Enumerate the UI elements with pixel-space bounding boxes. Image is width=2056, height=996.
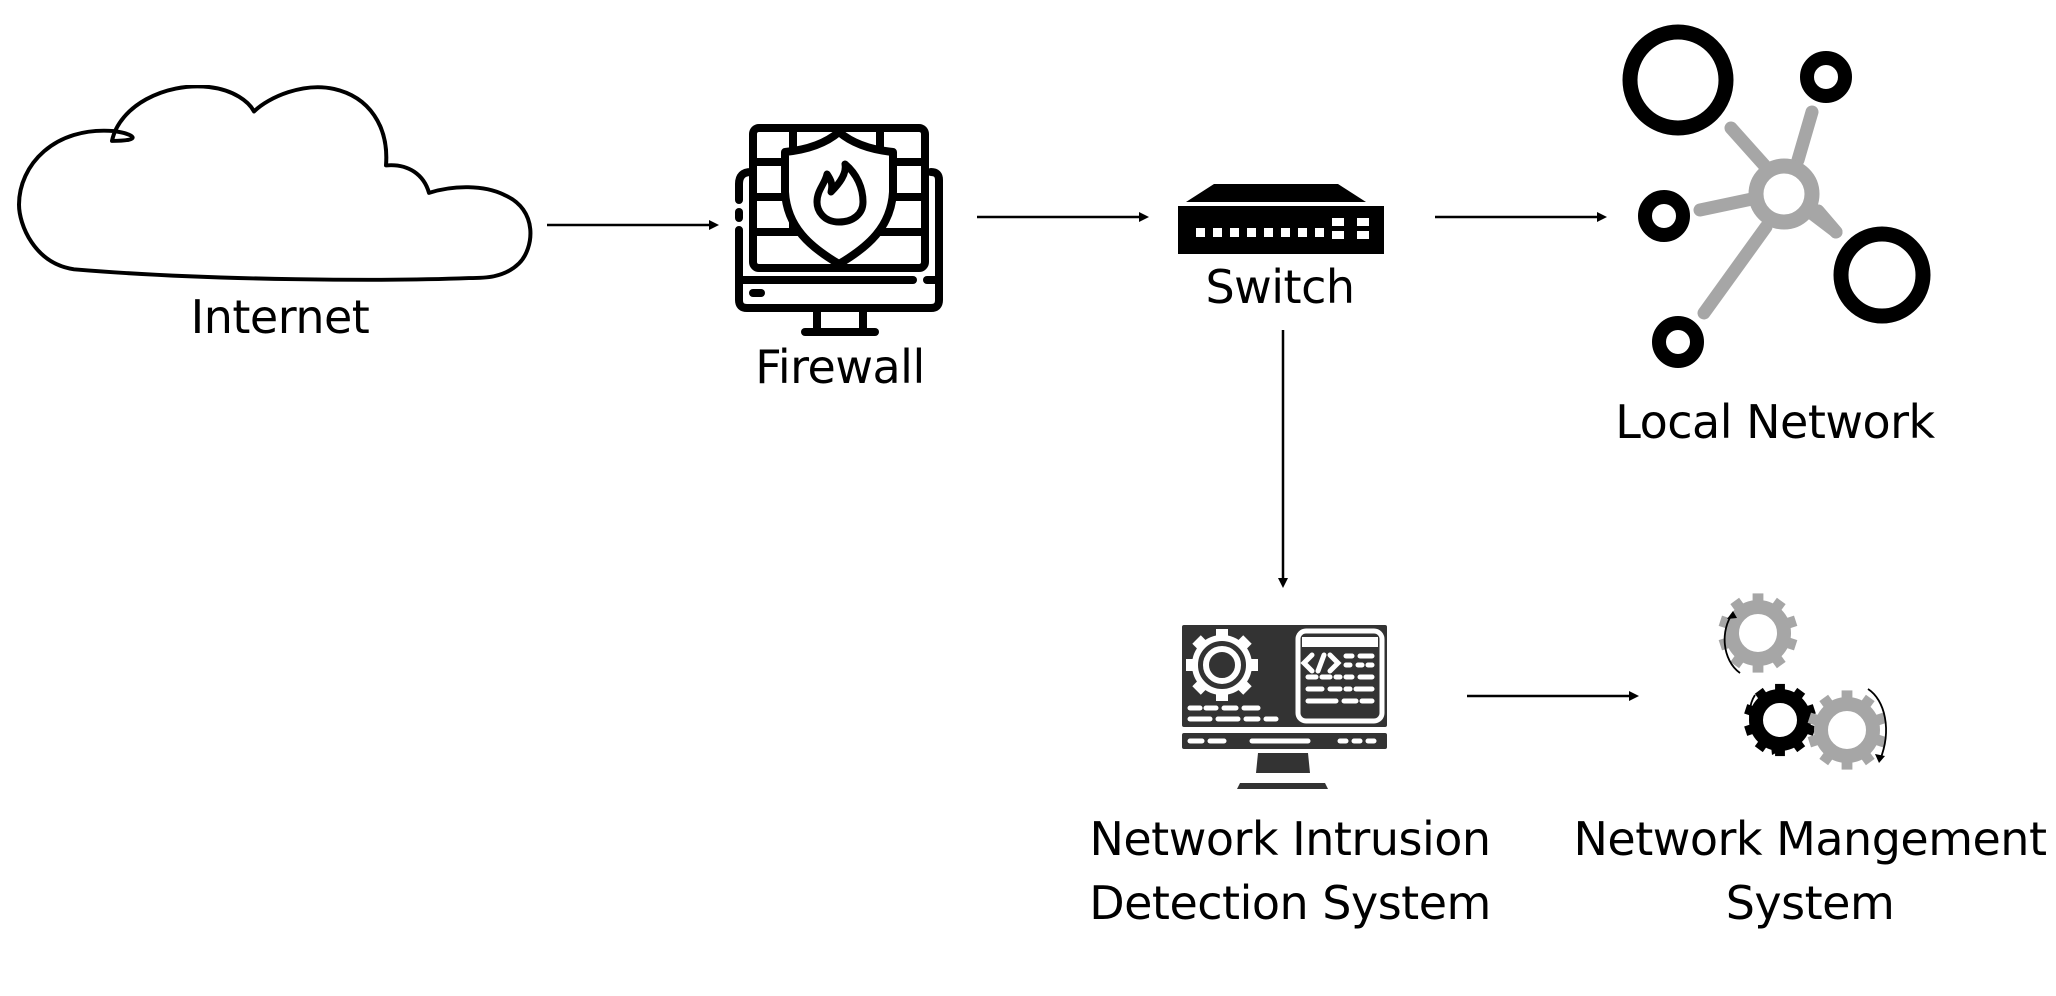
code-monitor-icon: [1180, 623, 1390, 793]
edge-nids-nms: [1465, 689, 1640, 703]
nids-label: Network Intrusion Detection System: [1060, 807, 1520, 935]
firewall-monitor-icon: [735, 122, 945, 337]
nms-label-line1: Network Mangement: [1573, 812, 2047, 866]
edge-firewall-switch: [975, 210, 1150, 224]
network-switch-icon: [1178, 184, 1384, 256]
nids-label-line1: Network Intrusion: [1089, 812, 1491, 866]
nms-label-line2: System: [1725, 876, 1895, 930]
nms-label: Network Mangement System: [1560, 807, 2056, 935]
gears-icon: [1700, 585, 1900, 775]
local-network-label: Local Network: [1615, 395, 1935, 449]
internet-label: Internet: [190, 290, 370, 344]
edge-switch-nids: [1276, 328, 1290, 590]
cloud-icon: [12, 85, 542, 290]
switch-label: Switch: [1205, 260, 1355, 314]
edge-internet-firewall: [545, 218, 720, 232]
firewall-label: Firewall: [755, 340, 925, 394]
network-nodes-icon: [1600, 0, 1940, 380]
nids-label-line2: Detection System: [1089, 876, 1491, 930]
edge-switch-local-network: [1433, 210, 1608, 224]
